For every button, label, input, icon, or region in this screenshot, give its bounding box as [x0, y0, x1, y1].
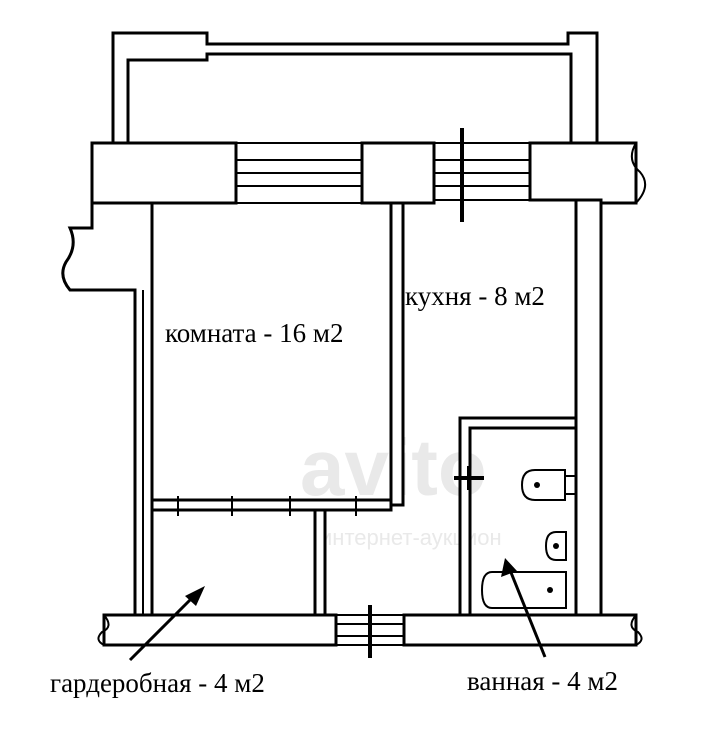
kitchen-label: кухня - 8 м2 [405, 281, 545, 311]
bathroom-caption: ванная - 4 м2 [467, 666, 618, 696]
window-kitchen [433, 128, 531, 222]
bathroom-walls [454, 416, 578, 617]
exterior-wall-left [61, 143, 154, 617]
wardrobe-arrow [128, 586, 205, 662]
room-walls [150, 201, 405, 617]
room-label: комната - 16 м2 [165, 318, 344, 348]
bathroom-arrow [501, 558, 547, 658]
exterior-wall-right [574, 198, 603, 617]
balcony [111, 31, 599, 147]
wardrobe-caption: гардеробная - 4 м2 [50, 668, 265, 698]
exterior-wall-bottom [97, 605, 643, 658]
exterior-wall-top [90, 141, 647, 205]
bathroom-fixtures [480, 469, 576, 609]
window-room [235, 142, 363, 204]
sink-icon [520, 469, 576, 501]
watermark-tagline: интернет-аукцион [320, 525, 502, 550]
bathtub-icon [480, 571, 567, 609]
toilet-icon [544, 531, 567, 561]
